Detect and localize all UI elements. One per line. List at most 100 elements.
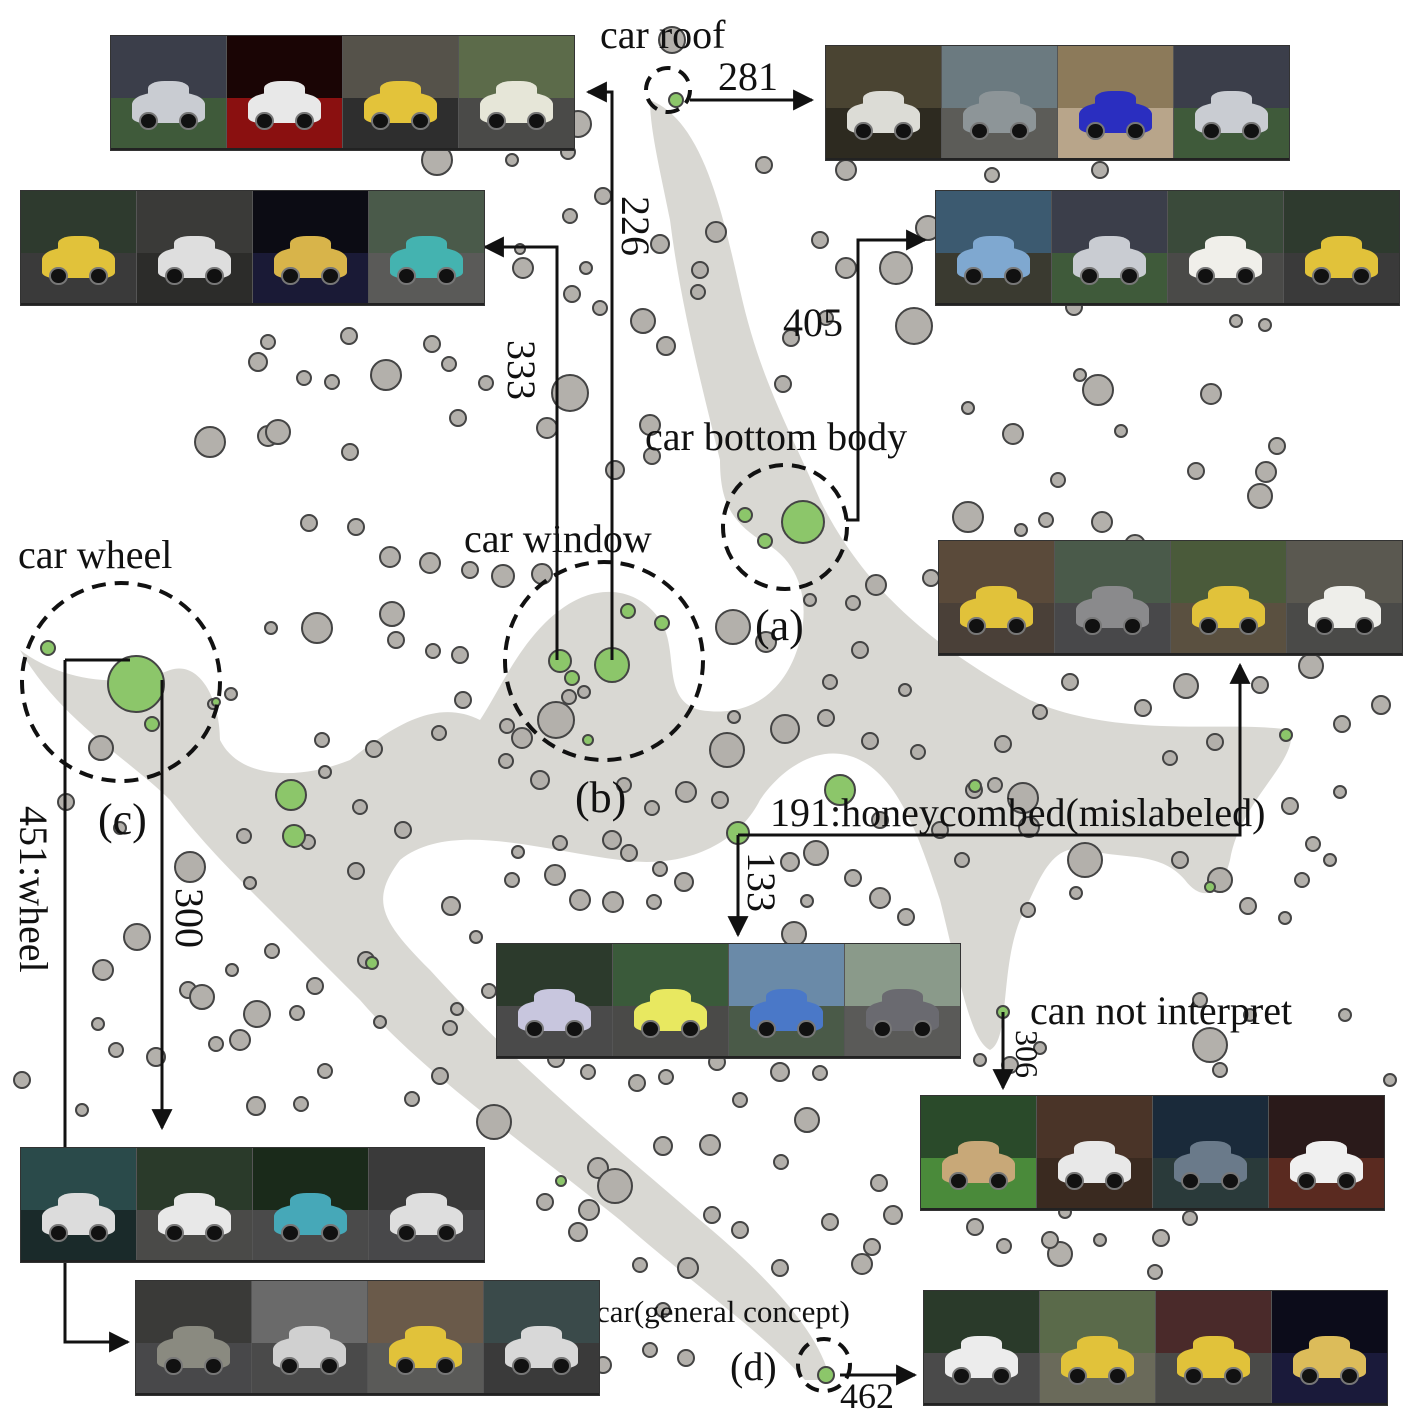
gray-node (481, 983, 497, 999)
gray-node (1212, 1062, 1228, 1078)
gray-node (727, 710, 741, 724)
green-node (365, 956, 379, 970)
gray-node (451, 646, 469, 664)
gray-node (317, 1063, 333, 1079)
thumbnail-image (1153, 1096, 1269, 1208)
gray-node (224, 687, 238, 701)
gray-node (650, 234, 670, 254)
gray-node (1383, 1073, 1397, 1087)
gray-node (387, 631, 405, 649)
gray-node (705, 221, 727, 243)
gray-node (91, 1017, 105, 1031)
gray-node (879, 251, 913, 285)
gray-node (703, 1206, 721, 1224)
green-node (564, 670, 580, 686)
gray-node (984, 167, 1000, 183)
gray-node (800, 894, 814, 908)
gray-node (774, 375, 792, 393)
text-labels: car roof 281 226 333 405 car bottom body… (11, 12, 1292, 1412)
gray-node (1134, 699, 1152, 717)
gray-node (642, 1342, 658, 1358)
gray-node (677, 1349, 695, 1367)
gray-node (1069, 886, 1083, 900)
edge-label-462: 462 (840, 1376, 894, 1412)
gray-node (174, 851, 206, 883)
thumbnail-image (1168, 191, 1284, 303)
gray-node (352, 799, 368, 815)
thumbnail-image (1037, 1096, 1153, 1208)
gray-node (794, 1107, 820, 1133)
thumbnail-image (613, 944, 729, 1056)
gray-node (579, 261, 593, 275)
gray-node (770, 1062, 790, 1082)
gray-node (478, 375, 494, 391)
gray-node (715, 609, 751, 645)
green-node (824, 774, 856, 806)
thumbnail-image (111, 36, 227, 148)
gray-node (431, 1067, 449, 1085)
gray-node (1018, 816, 1040, 838)
gray-node (1281, 797, 1299, 815)
selection-circles (20, 66, 852, 1393)
label-car-wheel: car wheel (18, 532, 172, 577)
connector-arrows (63, 81, 1251, 1386)
gray-node (324, 374, 340, 390)
gray-node (817, 709, 835, 727)
gray-node (952, 501, 984, 533)
gray-node (699, 1134, 721, 1156)
label-car-window: car window (464, 516, 652, 561)
gray-node (340, 327, 358, 345)
gray-node (562, 208, 578, 224)
gray-node (248, 352, 268, 372)
gray-node (639, 414, 661, 436)
gray-node (1268, 437, 1286, 455)
gray-node (632, 1257, 648, 1273)
thumbnail-image (368, 1281, 484, 1393)
green-node (1279, 728, 1293, 742)
label-honeycombed: 191:honeycombed(mislabeled) (770, 790, 1265, 835)
gray-node (731, 1221, 749, 1239)
thumbnail-image (227, 36, 343, 148)
gray-node (512, 257, 534, 279)
gray-node (208, 1036, 224, 1052)
gray-node (511, 727, 533, 749)
gray-node (822, 674, 838, 690)
gray-node (922, 569, 940, 587)
gray-node (996, 1238, 1012, 1254)
gray-node (441, 896, 461, 916)
gray-node (895, 307, 933, 345)
thumbnail-image (1272, 1291, 1387, 1403)
gray-node (229, 1029, 251, 1051)
gray-node (812, 1065, 828, 1081)
arrow-226 (585, 81, 614, 660)
gray-node (861, 732, 879, 750)
label-c: (c) (98, 795, 147, 844)
thumbnail-image (729, 944, 845, 1056)
gray-node (243, 1000, 271, 1028)
gray-node (898, 683, 912, 697)
thumbnail-image (253, 1148, 369, 1260)
thumbnail-image (1171, 541, 1287, 653)
gray-node (569, 889, 591, 911)
gray-node (675, 781, 697, 803)
gray-node (504, 872, 520, 888)
gray-node (236, 828, 252, 844)
gray-node (973, 1053, 987, 1067)
gray-node (1152, 1229, 1170, 1247)
gray-node (314, 732, 330, 748)
gray-node (597, 1168, 633, 1204)
thumbnail-image (826, 46, 942, 158)
gray-node (561, 689, 577, 705)
edge-label-133: 133 (739, 852, 784, 912)
gray-node (1020, 902, 1036, 918)
gray-node (851, 1253, 873, 1275)
gray-node (690, 284, 706, 300)
green-node (107, 655, 165, 713)
gray-node (499, 718, 515, 734)
thumbnail-image (369, 191, 484, 303)
gray-node (373, 1015, 387, 1029)
gray-node (771, 1259, 789, 1277)
thumbnail-image (1284, 191, 1399, 303)
thumbnail-image (845, 944, 960, 1056)
gray-node (865, 574, 887, 596)
